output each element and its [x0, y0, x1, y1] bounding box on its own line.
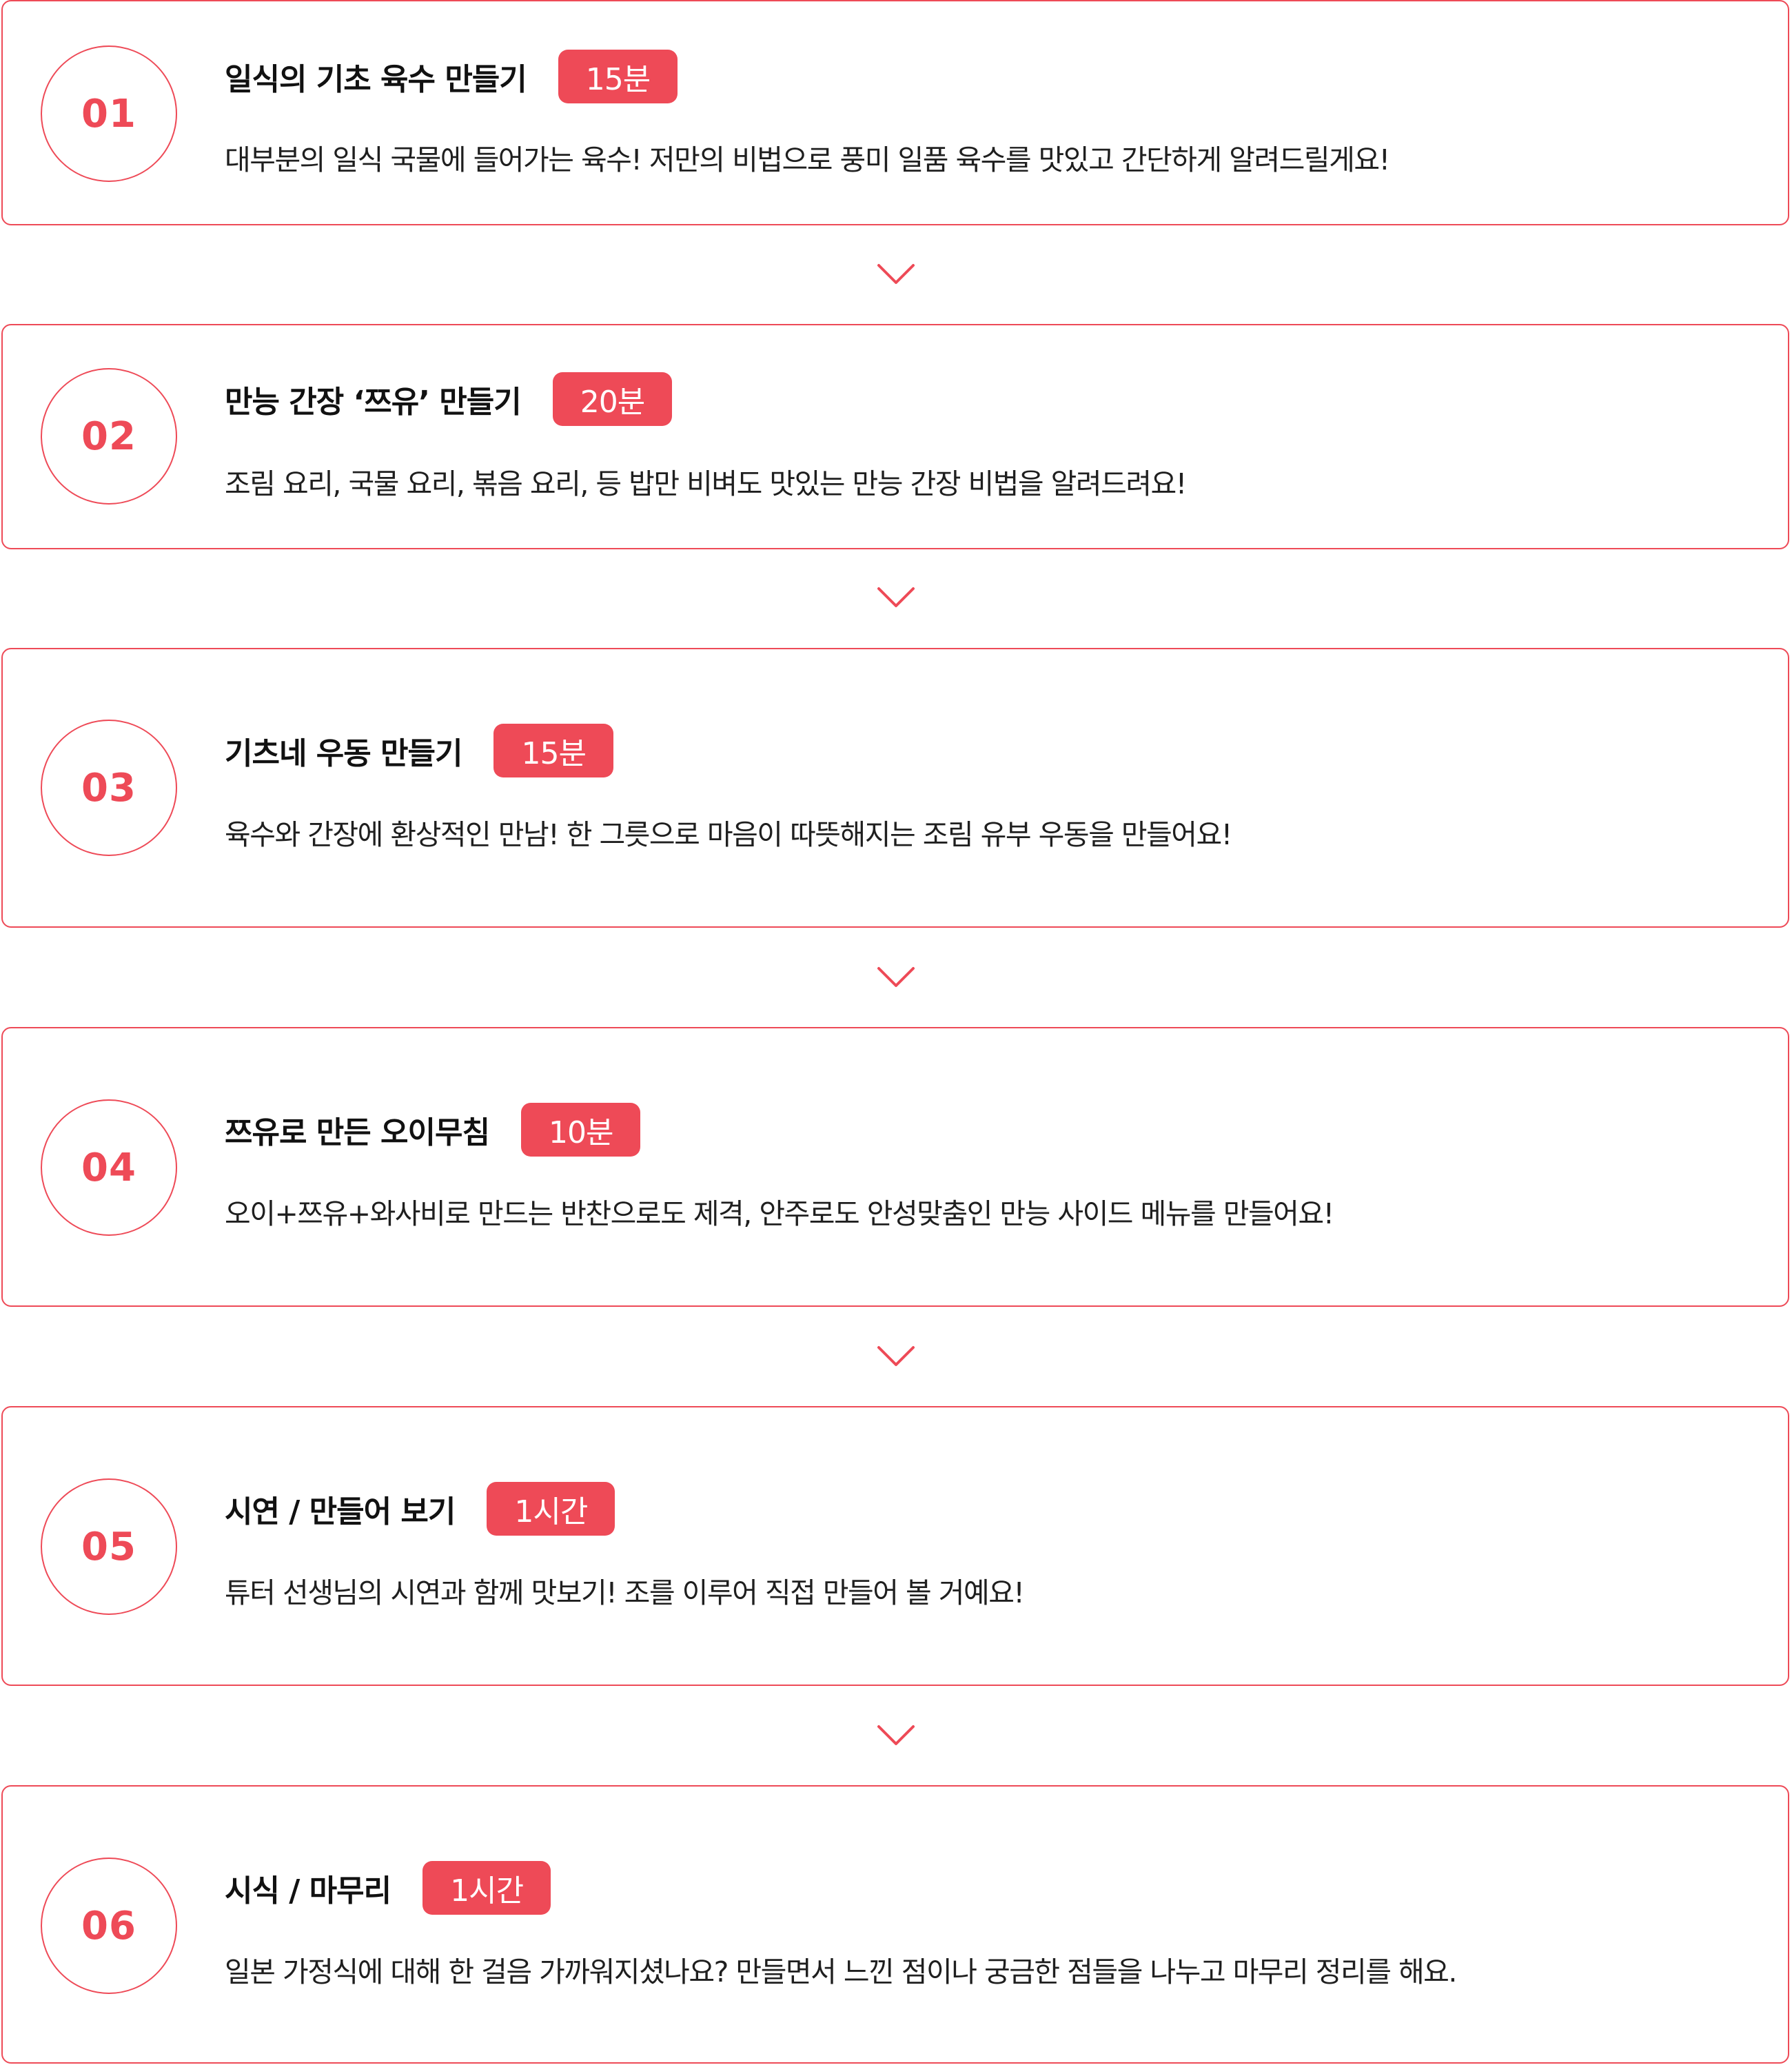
step-title-row: 기츠네 우동 만들기 15분 [225, 724, 613, 777]
step-card-03: 03 기츠네 우동 만들기 15분 육수와 간장에 환상적인 만남! 한 그릇으… [1, 648, 1789, 928]
step-number: 05 [41, 1478, 177, 1615]
step-number: 04 [41, 1099, 177, 1236]
duration-badge: 1시간 [487, 1482, 615, 1536]
step-number: 06 [41, 1858, 177, 1994]
step-description: 일본 가정식에 대해 한 걸음 가까워지셨나요? 만들면서 느낀 점이나 궁금한… [225, 1955, 1457, 1988]
duration-badge: 10분 [520, 1103, 641, 1157]
step-title: 시연 / 만들어 보기 [225, 1494, 456, 1529]
chevron-down-icon [877, 1345, 915, 1368]
step-description: 육수와 간장에 환상적인 만남! 한 그릇으로 마음이 따뜻해지는 조림 유부 … [225, 818, 1232, 851]
step-description: 튜터 선생님의 시연과 함께 맛보기! 조를 이루어 직접 만들어 볼 거예요! [225, 1576, 1025, 1609]
step-number: 02 [41, 368, 177, 505]
duration-badge: 20분 [552, 372, 673, 426]
duration-badge: 15분 [558, 50, 678, 103]
step-number: 01 [41, 45, 177, 182]
step-card-01: 01 일식의 기초 육수 만들기 15분 대부분의 일식 국물에 들어가는 육수… [1, 0, 1789, 225]
duration-badge: 15분 [493, 724, 613, 777]
step-card-04: 04 쯔유로 만든 오이무침 10분 오이+쯔유+와사비로 만드는 반찬으로도 … [1, 1027, 1789, 1307]
chevron-down-icon [877, 1724, 915, 1747]
step-card-02: 02 만능 간장 ‘쯔유’ 만들기 20분 조림 요리, 국물 요리, 볶음 요… [1, 324, 1789, 549]
step-description: 조림 요리, 국물 요리, 볶음 요리, 등 밥만 비벼도 맛있는 만능 간장 … [225, 467, 1187, 500]
step-title: 만능 간장 ‘쯔유’ 만들기 [225, 385, 522, 420]
chevron-down-icon [877, 263, 915, 286]
step-title-row: 일식의 기초 육수 만들기 15분 [225, 50, 678, 103]
step-title: 쯔유로 만든 오이무침 [225, 1115, 490, 1150]
chevron-down-icon [877, 966, 915, 989]
step-title-row: 시연 / 만들어 보기 1시간 [225, 1482, 615, 1536]
step-title-row: 쯔유로 만든 오이무침 10분 [225, 1103, 641, 1157]
step-title-row: 시식 / 마무리 1시간 [225, 1861, 551, 1915]
step-description: 대부분의 일식 국물에 들어가는 육수! 저만의 비법으로 풍미 일품 육수를 … [225, 143, 1390, 176]
chevron-down-icon [877, 586, 915, 609]
step-title: 일식의 기초 육수 만들기 [225, 62, 527, 97]
duration-badge: 1시간 [422, 1861, 551, 1915]
step-title: 시식 / 마무리 [225, 1873, 391, 1909]
step-title: 기츠네 우동 만들기 [225, 736, 462, 771]
step-title-row: 만능 간장 ‘쯔유’ 만들기 20분 [225, 372, 673, 426]
step-number: 03 [41, 720, 177, 856]
step-card-06: 06 시식 / 마무리 1시간 일본 가정식에 대해 한 걸음 가까워지셨나요?… [1, 1785, 1789, 2064]
step-description: 오이+쯔유+와사비로 만드는 반찬으로도 제격, 안주로도 안성맞춤인 만능 사… [225, 1197, 1334, 1230]
step-card-05: 05 시연 / 만들어 보기 1시간 튜터 선생님의 시연과 함께 맛보기! 조… [1, 1406, 1789, 1686]
